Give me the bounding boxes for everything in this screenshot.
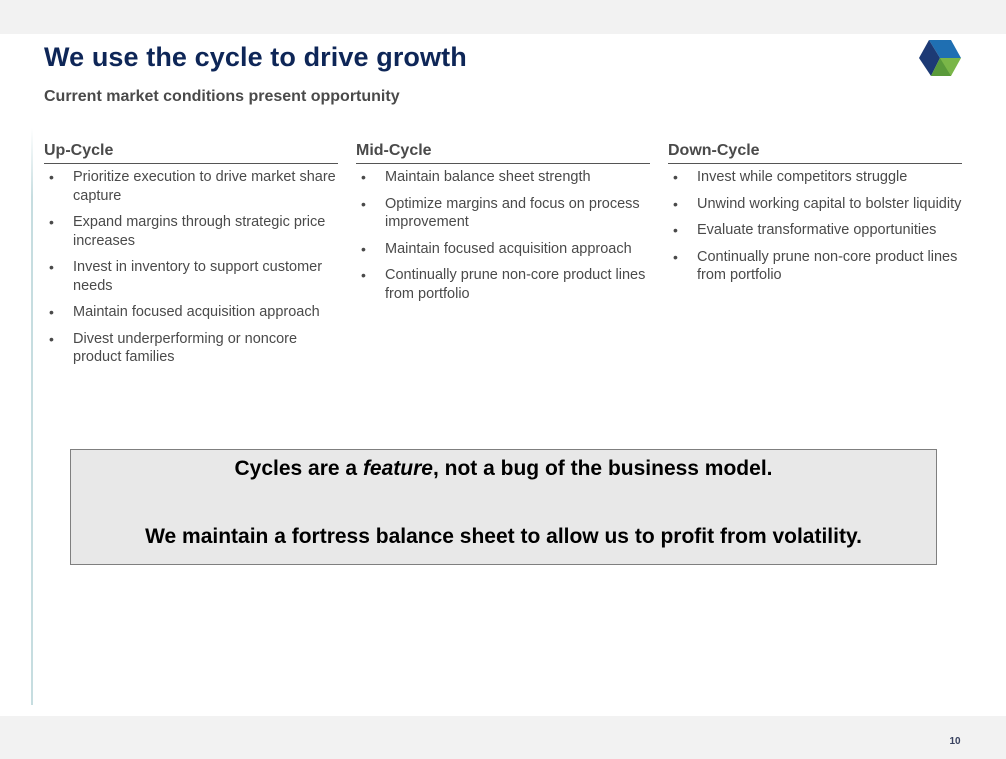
bullet-text: Invest while competitors struggle: [697, 169, 908, 185]
column-down-cycle: Down-Cycle • Invest while competitors str…: [668, 142, 962, 293]
bottom-band: [0, 716, 1006, 759]
bullet-list: • Prioritize execution to drive market sh…: [44, 168, 338, 367]
callout-line-2: We maintain a fortress balance sheet to …: [145, 525, 862, 548]
bullet-icon: •: [673, 169, 678, 185]
list-item: • Divest underperforming or noncore produ…: [44, 330, 338, 367]
column-heading: Mid-Cycle: [356, 142, 650, 164]
bullet-text: Maintain balance sheet strength: [385, 169, 591, 185]
list-item: • Invest in inventory to support customer…: [44, 258, 338, 295]
bullet-text: Prioritize execution to drive market sha…: [73, 169, 336, 204]
bullet-list: • Maintain balance sheet strength • Optimi…: [356, 168, 650, 303]
top-band: [0, 0, 1006, 34]
list-item: • Unwind working capital to bolster liqui…: [668, 195, 962, 214]
bullet-text: Unwind working capital to bolster liquid…: [697, 195, 962, 212]
callout-text-pre: Cycles are a: [234, 457, 363, 480]
bullet-list: • Invest while competitors struggle • Unwi…: [668, 168, 962, 285]
bullet-icon: •: [361, 195, 366, 212]
bullet-text: Maintain focused acquisition approach: [385, 240, 632, 257]
left-accent-rule: [31, 128, 33, 705]
bullet-icon: •: [49, 169, 54, 185]
bullet-text: Invest in inventory to support customer …: [73, 259, 323, 294]
bullet-icon: •: [49, 214, 54, 230]
page-number: 10: [949, 736, 961, 747]
callout-emphasis: feature: [362, 457, 433, 480]
bullet-text: Expand margins through strategic price i…: [73, 214, 326, 249]
key-message-callout: Cycles are a feature, not a bug of the b…: [70, 449, 937, 565]
bullet-text: Divest underperforming or noncore produc…: [73, 330, 298, 366]
bullet-icon: •: [673, 248, 678, 265]
bullet-icon: •: [673, 222, 678, 238]
column-heading: Down-Cycle: [668, 142, 962, 164]
list-item: • Prioritize execution to drive market sh…: [44, 168, 338, 205]
cube-logo-icon: [919, 40, 961, 78]
list-item: • Continually prune non-core product line…: [668, 248, 962, 285]
callout-line-1: Cycles are a feature, not a bug of the b…: [71, 457, 936, 481]
bullet-icon: •: [361, 267, 366, 283]
bullet-text: Continually prune non-core product lines…: [697, 248, 958, 284]
list-item: • Evaluate transformative opportunities: [668, 221, 962, 240]
bullet-icon: •: [49, 259, 54, 275]
bullet-icon: •: [49, 304, 54, 320]
bullet-text: Evaluate transformative opportunities: [697, 222, 937, 238]
bullet-icon: •: [361, 169, 366, 185]
column-heading: Up-Cycle: [44, 142, 338, 164]
list-item: • Optimize margins and focus on process i…: [356, 195, 650, 232]
list-item: • Invest while competitors struggle: [668, 168, 962, 187]
bullet-icon: •: [361, 240, 366, 257]
list-item: • Continually prune non-core product line…: [356, 266, 650, 303]
column-mid-cycle: Mid-Cycle • Maintain balance sheet streng…: [356, 142, 650, 311]
bullet-icon: •: [49, 330, 54, 347]
slide-subtitle: Current market conditions present opport…: [44, 88, 400, 105]
bullet-icon: •: [673, 195, 678, 212]
list-item: • Expand margins through strategic price …: [44, 213, 338, 250]
bullet-text: Continually prune non-core product lines…: [385, 267, 646, 302]
bullet-text: Optimize margins and focus on process im…: [385, 195, 640, 231]
list-item: • Maintain balance sheet strength: [356, 168, 650, 187]
list-item: • Maintain focused acquisition approach: [356, 240, 650, 259]
slide-canvas: [0, 34, 1006, 716]
slide-title: We use the cycle to drive growth: [44, 42, 467, 72]
callout-text-post: , not a bug of the business model.: [432, 457, 773, 480]
bullet-text: Maintain focused acquisition approach: [73, 304, 320, 320]
list-item: • Maintain focused acquisition approach: [44, 303, 338, 322]
column-up-cycle: Up-Cycle • Prioritize execution to drive …: [44, 142, 338, 375]
